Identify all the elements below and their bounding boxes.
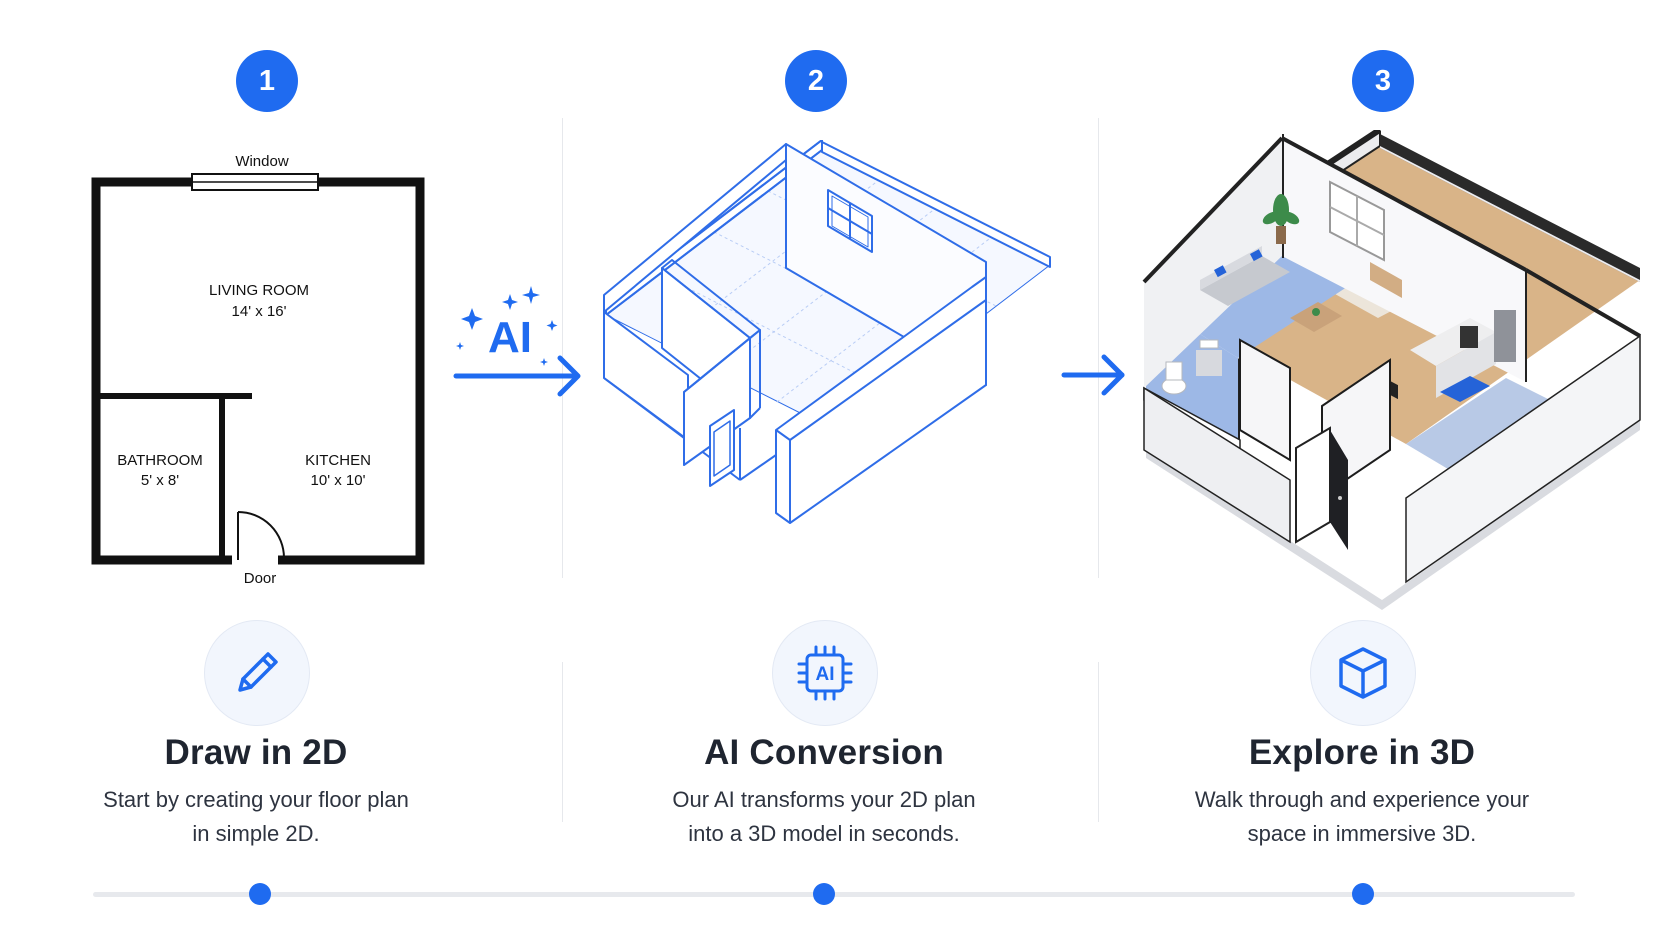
floor-plan-2d: Window LIVING ROOM 14' x 16' BATHROOM 5'… — [91, 153, 425, 587]
bathroom-name: BATHROOM — [117, 452, 203, 469]
ai-badge-text: AI — [488, 313, 532, 362]
ai-transform-arrow: AI — [453, 286, 581, 397]
divider-2-bottom — [1098, 662, 1099, 822]
divider-1-top — [562, 118, 563, 578]
cube-icon — [1339, 647, 1387, 699]
timeline-step-3-dot[interactable] — [1352, 883, 1374, 905]
kitchen-size: 10' x 10' — [311, 472, 366, 489]
ai-chip-icon: AI — [797, 645, 853, 701]
door-label: Door — [244, 570, 277, 587]
living-room-name: LIVING ROOM — [209, 282, 309, 299]
step-3-description-line-1: Walk through and experience your — [1194, 787, 1530, 812]
step-2-icon-circle: AI — [772, 620, 878, 726]
step-3-description-line-2: space in immersive 3D. — [1247, 821, 1477, 846]
timeline-step-1-dot[interactable] — [249, 883, 271, 905]
step-3-title: Explore in 3D — [1248, 733, 1476, 772]
rendered-3d-room — [1142, 130, 1642, 610]
step-1-icon-circle — [204, 620, 310, 726]
step-1-description-line-1: Start by creating your floor plan — [103, 787, 409, 812]
divider-2-top — [1098, 118, 1099, 578]
next-arrow-icon — [1061, 354, 1125, 396]
wireframe-3d-model — [603, 140, 1051, 524]
step-1-description: Start by creating your floor plan in sim… — [0, 783, 516, 851]
divider-1-bottom — [562, 662, 563, 822]
step-1-title: Draw in 2D — [164, 733, 348, 772]
timeline-step-2-dot[interactable] — [813, 883, 835, 905]
bathroom-size: 5' x 8' — [141, 472, 179, 489]
sparkle-icon — [456, 286, 558, 366]
step-3-number-badge: 3 — [1352, 50, 1414, 112]
step-1-description-line-2: in simple 2D. — [192, 821, 320, 846]
step-2-description-line-1: Our AI transforms your 2D plan — [672, 787, 976, 812]
step-1-number-badge: 1 — [236, 50, 298, 112]
kitchen-name: KITCHEN — [305, 452, 371, 469]
step-2-description: Our AI transforms your 2D plan into a 3D… — [564, 783, 1084, 851]
living-room-size: 14' x 16' — [232, 303, 287, 320]
step-2-title: AI Conversion — [704, 733, 944, 772]
ai-chip-label: AI — [816, 664, 835, 685]
step-3-icon-circle — [1310, 620, 1416, 726]
step-2-description-line-2: into a 3D model in seconds. — [688, 821, 960, 846]
pencil-icon — [238, 652, 278, 692]
window-label: Window — [235, 153, 289, 170]
step-2-number-badge: 2 — [785, 50, 847, 112]
step-3-description: Walk through and experience your space i… — [1102, 783, 1622, 851]
